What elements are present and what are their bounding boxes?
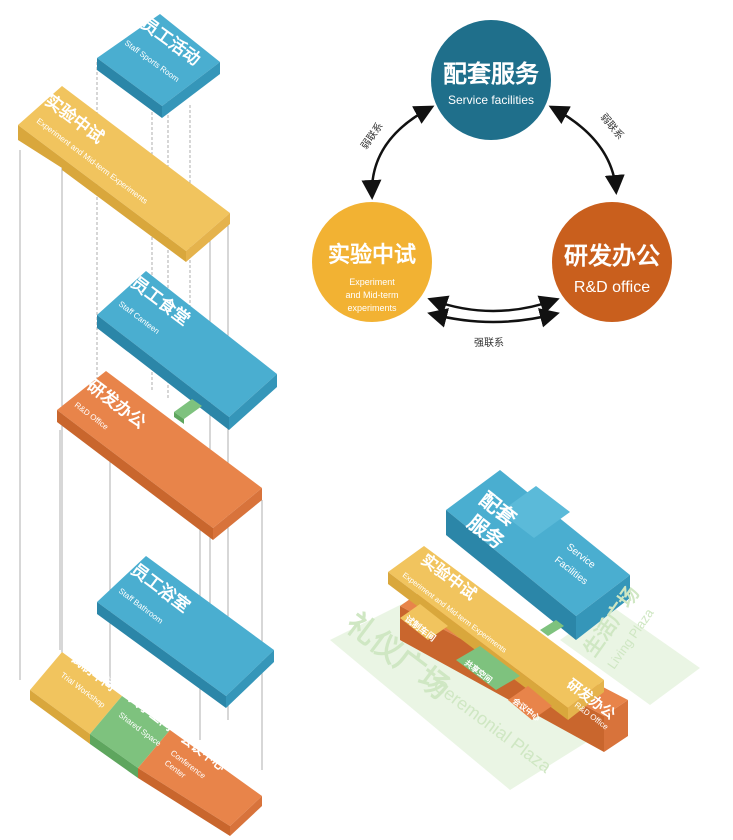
strong-link-arrow-b [427, 308, 560, 328]
connector-bridge [174, 399, 202, 424]
ceremonial-plaza-area [330, 600, 590, 790]
assembled-workshop-block [400, 604, 448, 640]
service-cn: 配套服务 [443, 60, 540, 88]
assembled-massing: 配套 服务 Service Facilities 实验中试 Experiment… [330, 470, 700, 790]
service-facilities-block: 配套 服务 Service Facilities [446, 470, 630, 640]
relation-experiment-en3: experiments [347, 303, 397, 313]
conference-block [138, 730, 262, 826]
service-en: Service facilities [448, 93, 534, 107]
weak-link-right-label: 弱联系 [598, 111, 626, 142]
assembled-conference-block [508, 686, 552, 720]
rd-circle: 研发办公 R&D office [552, 202, 672, 322]
assembled-connector [540, 620, 564, 636]
staff-bathroom-block: 员工浴室 Staff Bathroom [97, 556, 274, 708]
experiment-block: 实验中试 Experiment and Mid-term Experiments [18, 86, 230, 262]
shared-space-block [90, 696, 170, 768]
assembled-shared-block [456, 646, 520, 690]
relation-experiment-en1: Experiment [349, 277, 395, 287]
workshop-block [30, 652, 122, 734]
relation-rd-en: R&D office [574, 279, 650, 296]
staff-sports-room-block: 员工活动 Staff Sports Room [97, 13, 220, 118]
ground-floor-blocks: 试制车间 Trial Workshop 共享空间 Shared Space 会议… [30, 650, 262, 836]
strong-link-arrow-a [427, 295, 560, 315]
experiment-circle: 实验中试 Experiment and Mid-term experiments [312, 202, 432, 322]
weak-link-right-arrow [548, 105, 625, 195]
weak-link-left-arrow [361, 105, 435, 200]
relationship-diagram: 弱联系 弱联系 强联系 配套服务 Service facilities 实验中试… [312, 20, 672, 349]
weak-link-left-label: 弱联系 [359, 120, 386, 151]
relation-experiment-cn: 实验中试 [328, 242, 416, 268]
relation-rd-cn: 研发办公 [564, 242, 660, 270]
service-circle: 配套服务 Service facilities [431, 20, 551, 140]
living-plaza-area [560, 605, 700, 705]
relation-experiment-en2: and Mid-term [345, 290, 398, 300]
strong-link-label: 强联系 [474, 337, 504, 349]
staff-canteen-block: 员工食堂 Staff Canteen [97, 271, 277, 430]
exploded-axonometric: 员工活动 Staff Sports Room 实验中试 Experiment a… [18, 13, 277, 836]
